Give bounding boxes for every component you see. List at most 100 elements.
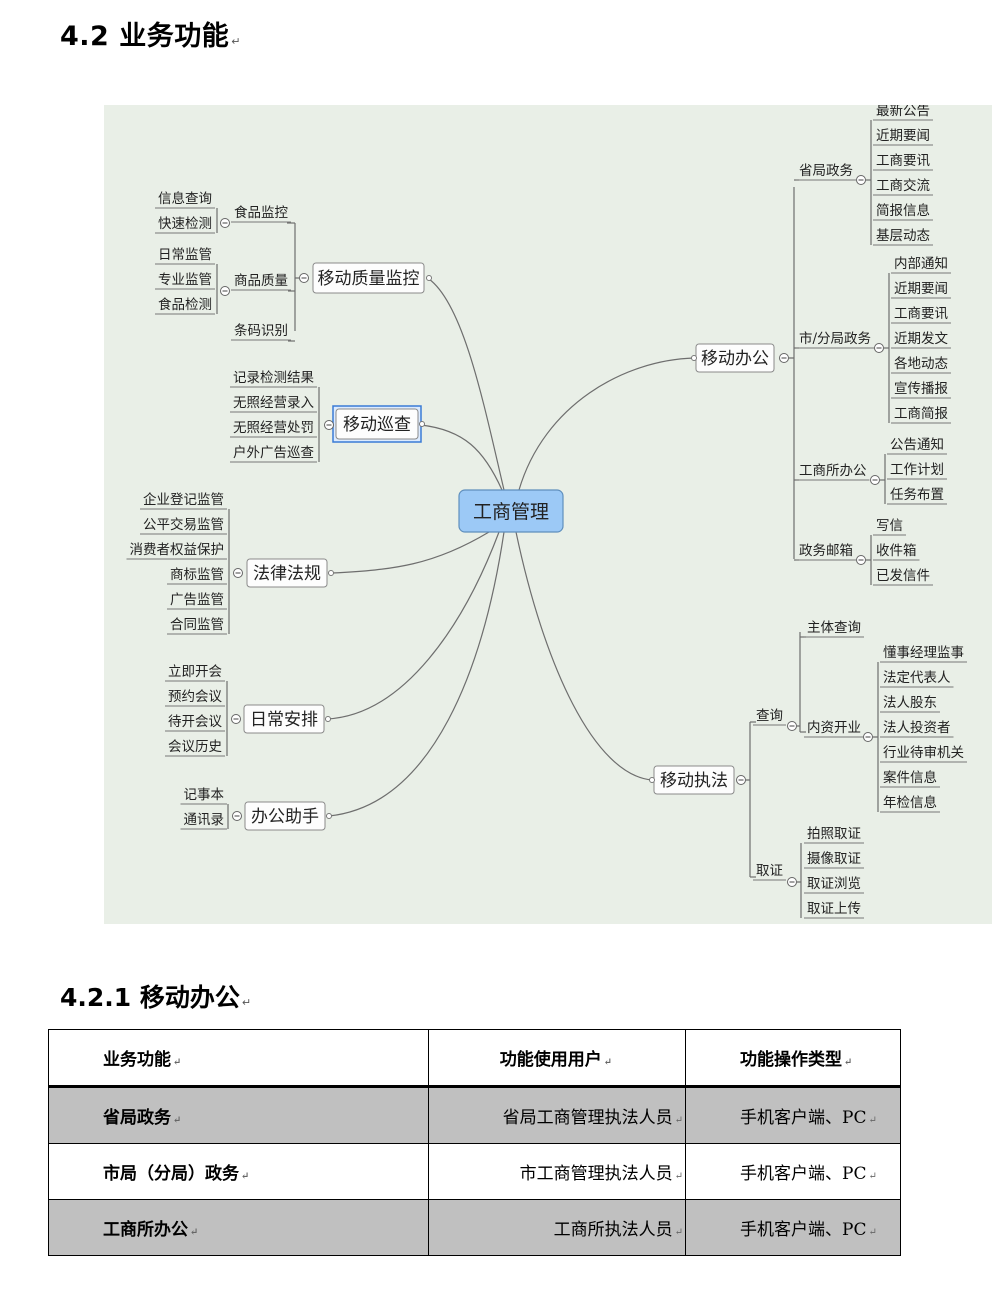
- office-leaf: 写信: [876, 518, 903, 534]
- law-leaf: 广告监管: [170, 592, 224, 608]
- office-leaf: 各地动态: [894, 356, 948, 372]
- office-node-label: 移动办公: [701, 349, 769, 369]
- law-leaf: 商标监管: [170, 567, 224, 583]
- table-header-row: 业务功能↵ 功能使用用户↵ 功能操作类型↵: [48, 1029, 901, 1088]
- office-leaf: 简报信息: [876, 202, 930, 219]
- table-cell: 市工商管理执法人员↵: [428, 1143, 686, 1200]
- office-group-label: 市/分局政务: [799, 330, 871, 347]
- center-node-label: 工商管理: [473, 501, 549, 523]
- office-leaf: 基层动态: [876, 227, 930, 244]
- subsection-title: 4.2.1 移动办公↵: [60, 983, 252, 1012]
- office-leaf: 工商简报: [894, 405, 948, 422]
- quality-group-label: 条码识别: [234, 322, 288, 339]
- enforcement-subgroup-label: 内资开业: [807, 720, 861, 736]
- schedule-node-label: 日常安排: [250, 710, 318, 730]
- patrol-leaf: 无照经营录入: [233, 395, 314, 411]
- enforcement-leaf: 取证上传: [807, 901, 861, 917]
- patrol-leaf: 无照经营处罚: [233, 420, 314, 436]
- connector-dot: [328, 570, 334, 576]
- office-leaf: 宣传播报: [894, 381, 948, 397]
- table-cell: 省局政务↵: [48, 1086, 429, 1144]
- office-group-label: 省局政务: [799, 163, 853, 179]
- function-table: 业务功能↵ 功能使用用户↵ 功能操作类型↵ 省局政务↵ 省局工商管理执法人员↵ …: [48, 1029, 901, 1256]
- connector-dot: [326, 813, 332, 819]
- enforcement-group-label: 取证: [756, 863, 783, 879]
- assistant-node-label: 办公助手: [251, 807, 319, 827]
- header-cell: 业务功能↵: [48, 1029, 429, 1088]
- law-leaf: 合同监管: [170, 617, 224, 633]
- law-node-box[interactable]: [246, 558, 328, 588]
- office-group-label: 政务邮箱: [799, 543, 853, 559]
- enforcement-leaf: 法人投资者: [883, 720, 951, 736]
- office-leaf: 内部通知: [894, 255, 948, 272]
- office-leaf: 工作计划: [890, 462, 944, 478]
- schedule-node-box[interactable]: [243, 704, 325, 734]
- schedule-leaf: 待开会议: [168, 714, 222, 730]
- enforcement-leaf: 行业待审机关: [883, 745, 964, 761]
- table-row: 市局（分局）政务↵ 市工商管理执法人员↵ 手机客户端、PC↵: [48, 1143, 901, 1200]
- patrol-leaf: 记录检测结果: [233, 370, 314, 386]
- table-row: 工商所办公↵ 工商所执法人员↵ 手机客户端、PC↵: [48, 1199, 901, 1256]
- assistant-leaf: 通讯录: [184, 812, 225, 828]
- table-cell: 省局工商管理执法人员↵: [428, 1086, 686, 1144]
- office-leaf: 工商要讯: [894, 306, 948, 322]
- patrol-node-box[interactable]: [335, 408, 419, 440]
- office-leaf: 近期要闻: [894, 281, 948, 297]
- patrol-node-label: 移动巡查: [343, 415, 411, 435]
- enforcement-leaf: 懂事经理监事: [883, 645, 964, 661]
- quality-node-label: 移动质量监控: [318, 269, 420, 289]
- office-leaf: 任务布置: [890, 487, 944, 503]
- assistant-leaf: 记事本: [184, 787, 225, 803]
- connector-dot: [649, 777, 655, 783]
- table-row: 省局政务↵ 省局工商管理执法人员↵ 手机客户端、PC↵: [48, 1086, 901, 1144]
- schedule-leaf: 立即开会: [168, 664, 222, 680]
- enforcement-leaf: 案件信息: [883, 769, 937, 786]
- table-cell: 工商所执法人员↵: [428, 1199, 686, 1256]
- quality-group-label: 食品监控: [234, 204, 288, 221]
- office-leaf: 公告通知: [890, 436, 944, 453]
- office-leaf: 近期要闻: [876, 128, 930, 144]
- section-title: 4.2 业务功能↵: [60, 21, 241, 52]
- law-leaf: 消费者权益保护: [130, 541, 225, 558]
- law-leaf: 公平交易监管: [143, 516, 224, 533]
- table-cell: 手机客户端、PC↵: [685, 1199, 901, 1256]
- office-leaf: 收件箱: [876, 543, 917, 559]
- connector-dot: [419, 421, 425, 427]
- assistant-node-box[interactable]: [244, 801, 326, 831]
- patrol-leaf: 户外广告巡查: [233, 444, 314, 461]
- office-leaf: 已发信件: [876, 568, 930, 584]
- enforcement-leaf: 年检信息: [883, 794, 937, 811]
- quality-leaf: 信息查询: [158, 190, 212, 207]
- enforcement-leaf: 拍照取证: [807, 826, 861, 842]
- quality-leaf: 专业监管: [158, 272, 212, 288]
- law-leaf: 企业登记监管: [143, 491, 224, 508]
- connector-dot: [691, 355, 697, 361]
- law-node-label: 法律法规: [253, 564, 321, 584]
- header-cell: 功能使用用户↵: [428, 1029, 686, 1088]
- quality-leaf: 食品检测: [158, 296, 212, 313]
- quality-node-box[interactable]: [312, 262, 425, 294]
- office-group-label: 工商所办公: [799, 463, 867, 479]
- quality-leaf: 日常监管: [158, 247, 212, 263]
- office-leaf: 近期发文: [894, 331, 948, 347]
- office-leaf: 最新公告: [876, 105, 930, 119]
- header-cell: 功能操作类型↵: [685, 1029, 901, 1088]
- connector-dot: [325, 716, 331, 722]
- quality-group-label: 商品质量: [234, 273, 288, 289]
- enforcement-leaf: 法人股东: [883, 695, 937, 711]
- enforcement-leaf: 取证浏览: [807, 876, 861, 892]
- enforcement-leaf: 摄像取证: [807, 851, 861, 867]
- office-leaf: 工商交流: [876, 177, 930, 194]
- quality-leaf: 快速检测: [158, 216, 212, 232]
- table-cell: 工商所办公↵: [48, 1199, 429, 1256]
- schedule-leaf: 会议历史: [168, 739, 222, 755]
- table-cell: 手机客户端、PC↵: [685, 1086, 901, 1144]
- connector-dot: [426, 275, 432, 281]
- center-node-box[interactable]: [458, 489, 564, 533]
- enforcement-group-label: 查询: [756, 708, 783, 724]
- enforcement-leaf: 法定代表人: [883, 670, 951, 686]
- enforcement-leaf: 主体查询: [807, 620, 861, 636]
- schedule-leaf: 预约会议: [168, 689, 222, 705]
- enforcement-node-label: 移动执法: [660, 771, 728, 791]
